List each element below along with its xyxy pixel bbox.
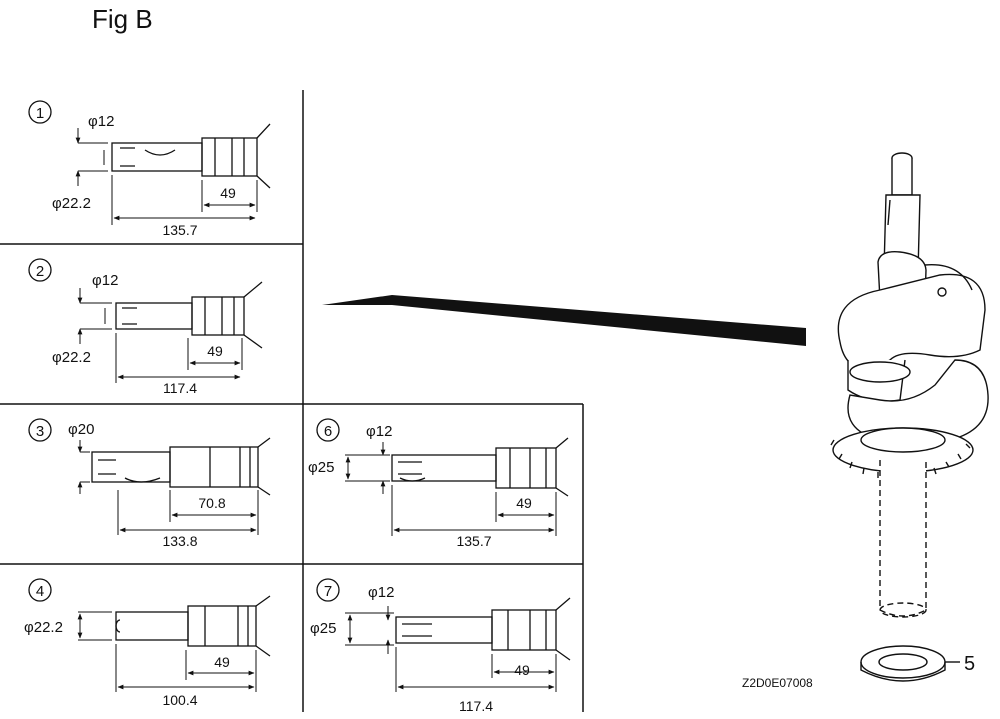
variant-7: 7 φ12 φ25 49 117.4 [310, 578, 571, 714]
variant-number-circle [28, 578, 52, 602]
dim-short-label: 70.8 [198, 495, 225, 511]
dimension-lines [77, 440, 259, 535]
shaft-drawing [391, 437, 569, 497]
dia-small-label: φ12 [92, 272, 118, 289]
dim-long-label: 135.7 [162, 222, 197, 238]
figure-title: Fig B [92, 4, 153, 34]
variant-number-circle [28, 100, 52, 124]
dim-short-label: 49 [214, 654, 230, 670]
dia-large-label: φ22.2 [24, 619, 63, 636]
grid-lines [0, 90, 584, 712]
variant-4: 4 φ22.2 49 100.4 [24, 578, 271, 708]
figure-code: Z2D0E07008 [742, 676, 813, 690]
dim-short-label: 49 [220, 185, 236, 201]
variant-3: 3 φ20 70.8 133.8 [28, 418, 271, 549]
variant-2: 2 φ12 φ22.2 49 117.4 [28, 258, 263, 396]
dim-short-label: 49 [516, 495, 532, 511]
dimension-lines [77, 611, 257, 692]
dim-short-label: 49 [514, 662, 530, 678]
variant-number: 6 [324, 423, 332, 440]
variant-number: 7 [324, 583, 332, 600]
dim-long-label: 117.4 [163, 380, 197, 396]
variant-number-circle [316, 578, 340, 602]
shaft-drawing [115, 281, 263, 349]
dia-large-label: φ22.2 [52, 349, 91, 366]
variant-1: 1 φ12 φ22.2 49 135.7 [28, 100, 271, 238]
dim-long-label: 117.4 [459, 698, 493, 714]
dia-small-label: φ12 [88, 113, 114, 130]
dimension-lines [77, 288, 243, 383]
dim-long-label: 133.8 [162, 533, 197, 549]
variant-number: 4 [36, 583, 44, 600]
variant-number-circle [316, 418, 340, 442]
shaft-drawing [395, 597, 571, 661]
crankshaft-illustration [830, 152, 989, 618]
shaft-drawing [91, 437, 271, 496]
dimension-lines [345, 442, 557, 536]
dia-large-label: φ25 [310, 620, 336, 637]
shaft-drawing [115, 595, 271, 657]
variant-number: 1 [36, 105, 44, 122]
pointer-arrow [322, 295, 806, 346]
washer-part [860, 645, 960, 682]
dim-long-label: 135.7 [456, 533, 491, 549]
dia-large-label: φ22.2 [52, 195, 91, 212]
dia-small-label: φ12 [366, 423, 392, 440]
variant-number-circle [28, 418, 52, 442]
dim-short-label: 49 [207, 343, 223, 359]
dimension-lines [75, 128, 258, 225]
dia-large-label: φ25 [308, 459, 334, 476]
variant-number: 2 [36, 263, 44, 280]
variant-6: 6 φ12 φ25 49 135.7 [308, 418, 569, 549]
dimension-lines [345, 606, 557, 692]
dia-small-label: φ12 [368, 584, 394, 601]
dim-long-label: 100.4 [162, 692, 197, 708]
shaft-drawing [111, 123, 271, 189]
dia-small-label: φ20 [68, 421, 94, 438]
part-number-label: 5 [964, 653, 975, 675]
variant-number-circle [28, 258, 52, 282]
variant-number: 3 [36, 423, 44, 440]
